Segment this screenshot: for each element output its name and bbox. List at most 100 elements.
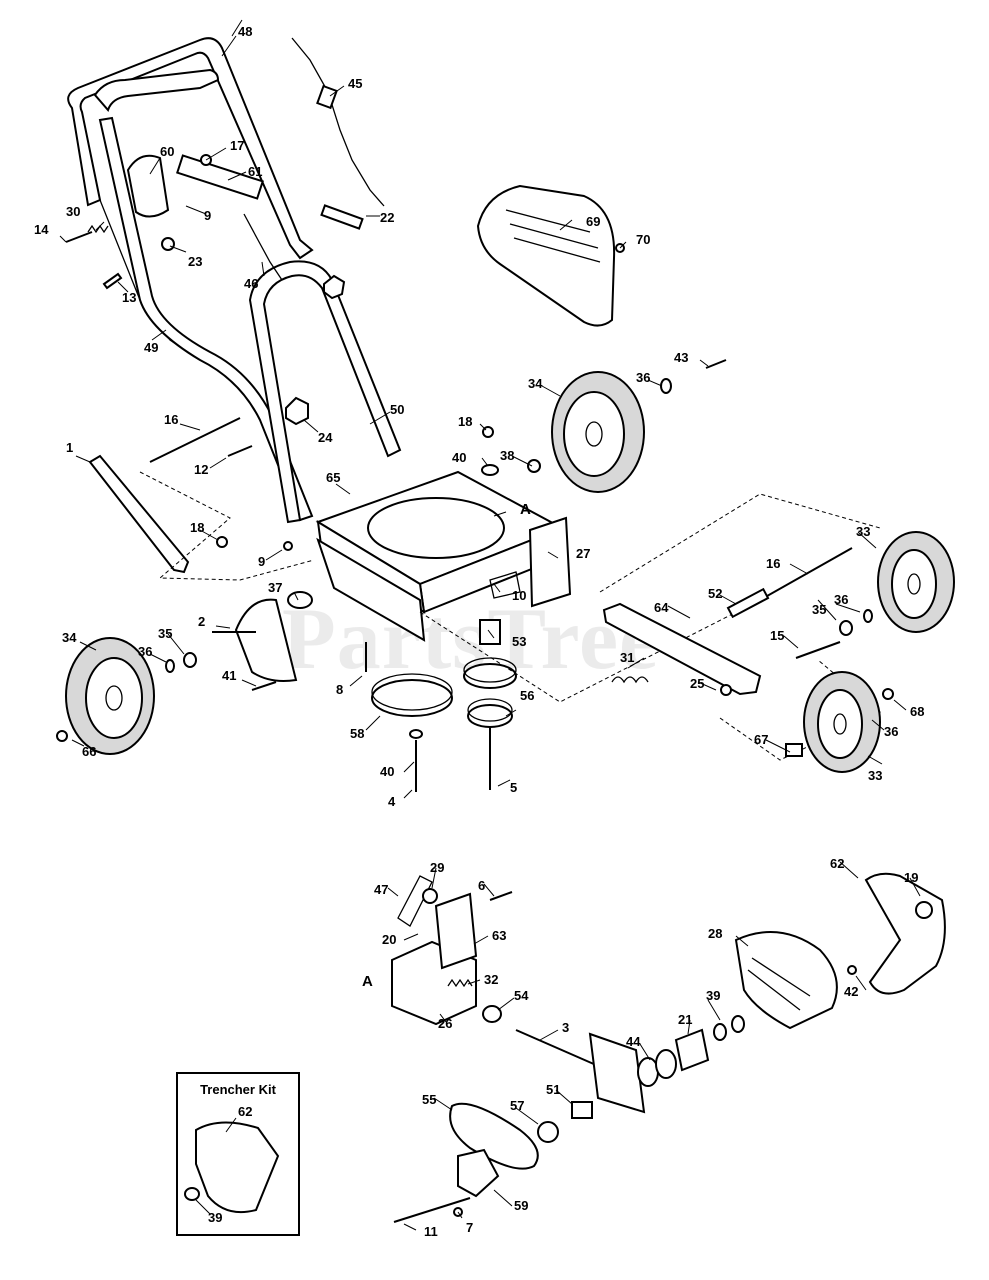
callout-60: 60 <box>160 144 174 159</box>
washer-36c <box>863 609 873 623</box>
callout-22: 22 <box>380 210 394 225</box>
frame-65 <box>315 470 566 642</box>
washer-57 <box>537 1121 559 1143</box>
callout-59: 59 <box>514 1198 528 1213</box>
lever-47 <box>397 875 433 927</box>
callout-62a: 62 <box>830 856 844 871</box>
callout-3: 3 <box>562 1020 569 1035</box>
callout-45: 45 <box>348 76 362 91</box>
callout-47: 47 <box>374 882 388 897</box>
spring-32 <box>447 978 473 988</box>
trencher-blade-62 <box>195 1121 280 1214</box>
callout-11: 11 <box>424 1224 438 1239</box>
callout-62b: 62 <box>238 1104 252 1119</box>
bearing-44b <box>655 1049 677 1079</box>
bolt-12 <box>227 445 253 457</box>
callout-15: 15 <box>770 628 784 643</box>
bolt-43 <box>705 359 727 369</box>
callout-33a: 33 <box>856 524 870 539</box>
callout-38: 38 <box>500 448 514 463</box>
callout-23: 23 <box>188 254 202 269</box>
callout-10: 10 <box>512 588 526 603</box>
washer-39b <box>731 1015 745 1033</box>
callout-21: 21 <box>678 1012 692 1027</box>
clip-22 <box>320 204 364 230</box>
belt-55 <box>449 1102 539 1170</box>
wheel-34-left <box>65 637 155 755</box>
callout-16a: 16 <box>164 412 178 427</box>
blade-62 <box>864 872 946 995</box>
nut-66 <box>56 730 68 742</box>
spring-31 <box>611 676 649 684</box>
callout-54: 54 <box>514 988 529 1003</box>
callout-16b: 16 <box>766 556 780 571</box>
ref-a-lower: A <box>362 973 373 990</box>
knob-24 <box>285 396 309 426</box>
callout-9a: 9 <box>204 208 211 223</box>
rod-16-right <box>759 547 853 601</box>
callout-56: 56 <box>520 688 534 703</box>
bushing-54 <box>482 1005 502 1023</box>
callout-36c: 36 <box>138 644 152 659</box>
nut-23 <box>161 237 175 251</box>
washer-35b <box>839 620 853 636</box>
bolt-41 <box>251 681 277 691</box>
callout-36d: 36 <box>884 724 898 739</box>
nut-19 <box>915 901 933 919</box>
callout-39b: 39 <box>208 1210 222 1225</box>
washer-40-upper <box>481 464 499 476</box>
callout-35a: 35 <box>812 602 826 617</box>
knob-24b <box>323 274 346 300</box>
pin-13 <box>102 272 123 290</box>
callout-66: 66 <box>82 744 96 759</box>
callout-37: 37 <box>268 580 282 595</box>
callout-70: 70 <box>636 232 650 247</box>
callout-64: 64 <box>654 600 669 615</box>
nut-68 <box>882 688 894 700</box>
cover-69 <box>476 184 616 327</box>
spacer-51 <box>571 1101 593 1119</box>
callout-14: 14 <box>34 222 49 237</box>
cable-45 <box>291 37 385 207</box>
callout-5: 5 <box>510 780 517 795</box>
cable-connector-45 <box>316 84 338 110</box>
nut-18-lower <box>216 536 228 548</box>
callout-43: 43 <box>674 350 688 365</box>
idler-59 <box>457 1148 500 1198</box>
callout-57: 57 <box>510 1098 524 1113</box>
callout-1: 1 <box>66 440 73 455</box>
lever-1 <box>88 454 190 574</box>
spring-30 <box>87 224 109 234</box>
bolt-15 <box>795 641 841 659</box>
bracket-64 <box>602 602 762 696</box>
pulley-56-upper <box>463 663 517 689</box>
callout-9b: 9 <box>258 554 265 569</box>
nut-25 <box>720 684 732 696</box>
callout-40a: 40 <box>452 450 466 465</box>
callout-7: 7 <box>466 1220 473 1235</box>
washer-39a <box>713 1023 727 1041</box>
callout-25: 25 <box>690 676 704 691</box>
trencher-kit-box: Trencher Kit <box>176 1072 300 1236</box>
callout-2: 2 <box>198 614 205 629</box>
callout-53: 53 <box>512 634 526 649</box>
bracket-63 <box>434 892 478 970</box>
callout-48: 48 <box>238 24 252 39</box>
ref-a-upper: A <box>520 501 531 518</box>
rod-16-left <box>149 417 241 463</box>
callout-52: 52 <box>708 586 722 601</box>
callout-24: 24 <box>318 430 333 445</box>
callout-40b: 40 <box>380 764 394 779</box>
callout-12: 12 <box>194 462 208 477</box>
callout-20: 20 <box>382 932 396 947</box>
callout-39a: 39 <box>706 988 720 1003</box>
callout-30: 30 <box>66 204 80 219</box>
callout-50: 50 <box>390 402 404 417</box>
screw-9 <box>283 541 293 551</box>
callout-58: 58 <box>350 726 364 741</box>
callout-19: 19 <box>904 870 918 885</box>
washer-40-lower <box>409 729 423 739</box>
tube-52 <box>726 587 770 619</box>
callout-36a: 36 <box>636 370 650 385</box>
